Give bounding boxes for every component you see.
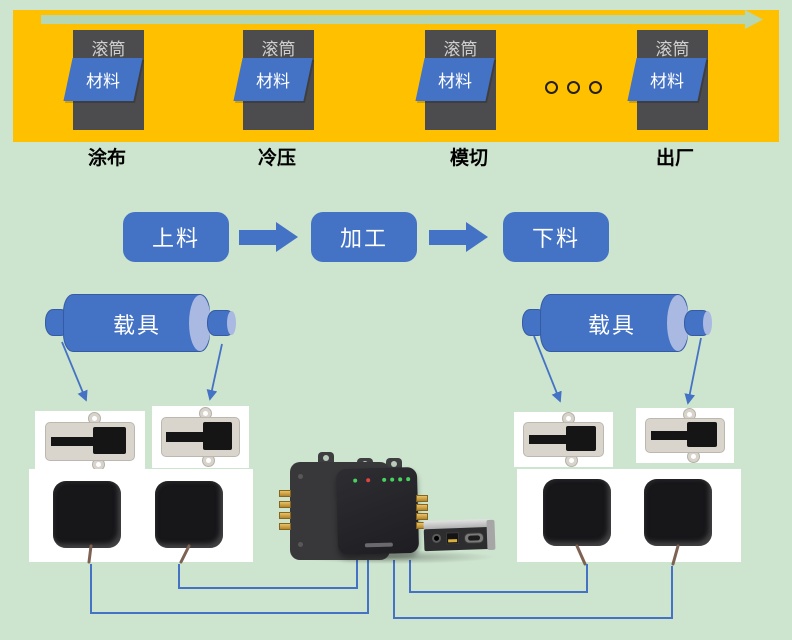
stage-label-shipping: 出厂 (655, 148, 694, 169)
tag-antenna-bar (166, 431, 207, 442)
rfid-tag-holder-photo (152, 406, 249, 468)
direction-arrow-icon (41, 10, 763, 29)
rfid-tag-holder-photo (636, 407, 734, 464)
sma-connector-icon (416, 504, 428, 511)
tag-body (644, 417, 726, 454)
roller-label: 滚筒 (261, 40, 296, 59)
antenna-led-icon (390, 477, 395, 482)
status-led-icon (366, 478, 371, 483)
roller-label: 滚筒 (655, 40, 690, 59)
sma-connector-icon (416, 513, 428, 520)
flow-step-loading: 上料 (123, 212, 229, 262)
tag-chip-block (565, 426, 596, 451)
tag-holder-graphic (160, 406, 241, 468)
sma-connector-icon (279, 523, 291, 530)
cylinder-end-cap (667, 295, 689, 351)
sma-connector-icon (279, 490, 291, 497)
pointer-arrow-icon (206, 343, 223, 401)
flow-step-unloading: 下料 (503, 212, 609, 262)
roller-label: 滚筒 (91, 40, 126, 59)
reader-interface-side (423, 518, 496, 555)
tag-chip-block (202, 421, 233, 450)
patch-antenna-icon (543, 479, 611, 546)
antenna-cable (87, 544, 93, 564)
stage-label-die-cut: 模切 (449, 148, 488, 169)
flow-arrow-icon (429, 230, 466, 245)
ellipsis-dot (589, 81, 602, 94)
rfid-tag-holder-photo (35, 411, 145, 472)
antenna-led-icon (398, 477, 403, 482)
patch-antenna-icon (155, 481, 223, 548)
carrier-label-right: 载具 (587, 313, 636, 338)
flow-arrow-icon (466, 222, 488, 252)
tag-body (522, 421, 605, 458)
power-jack-icon (431, 533, 442, 543)
tag-antenna-bar (650, 431, 692, 440)
mount-tab-icon (318, 452, 334, 464)
cylinder-end-cap (189, 295, 211, 351)
ellipsis-dot (567, 81, 580, 94)
flow-arrow-icon (276, 222, 298, 252)
flow-step-processing: 加工 (311, 212, 417, 262)
pointer-arrow-icon (684, 337, 702, 405)
tag-holder-graphic (522, 411, 605, 468)
rfid-tag-holder-photo (514, 411, 613, 468)
stage-label-coating: 涂布 (87, 148, 126, 169)
sma-connector-icon (279, 501, 291, 508)
carrier-cylinder-right (540, 294, 688, 352)
sma-connector-icon (416, 495, 428, 502)
station-shipping: 滚筒 材料 (627, 30, 708, 130)
rfid-reader-front (335, 466, 420, 556)
stage-label-cold-press: 冷压 (257, 148, 296, 169)
screw-icon (298, 542, 303, 547)
antenna-led-icon (406, 477, 411, 482)
tag-body (160, 416, 241, 458)
tag-holder-graphic (44, 411, 136, 472)
ethernet-port-icon (445, 532, 460, 545)
cable-route-line (178, 560, 358, 589)
patch-antenna-icon (53, 481, 121, 548)
station-die-cut: 滚筒 材料 (415, 30, 496, 130)
flow-arrow-icon (239, 230, 276, 245)
mount-tab-icon (565, 454, 579, 468)
patch-antenna-icon (644, 479, 712, 546)
antenna-cable (179, 544, 191, 564)
sma-connector-icon (279, 512, 291, 519)
carrier-label-left: 载具 (112, 313, 161, 338)
shaft-end-cap (703, 311, 712, 335)
tag-holder-graphic (644, 407, 726, 464)
tag-antenna-bar (51, 436, 98, 447)
tag-body (44, 421, 136, 462)
station-cold-press: 滚筒 材料 (233, 30, 314, 130)
station-coating: 滚筒 材料 (63, 30, 144, 130)
pointer-arrow-icon (61, 341, 88, 402)
cable-route-line (409, 560, 588, 593)
pointer-arrow-icon (533, 335, 562, 403)
tag-antenna-bar (528, 435, 570, 444)
cable-route-line (90, 560, 369, 614)
roller-label: 滚筒 (443, 40, 478, 59)
screw-icon (298, 474, 303, 479)
ellipsis-dot (545, 81, 558, 94)
power-led-icon (353, 478, 358, 483)
cable-route-line (393, 560, 673, 619)
brand-label (364, 542, 393, 548)
antenna-cable (575, 544, 587, 566)
tag-chip-block (687, 422, 718, 447)
device-end-cap (486, 519, 496, 551)
antenna-led-icon (382, 477, 387, 482)
device-port-face (423, 526, 491, 552)
antenna-cable (671, 544, 680, 566)
shaft-end-cap (227, 311, 236, 335)
tag-chip-block (92, 426, 127, 454)
serial-db9-port-icon (463, 532, 485, 544)
